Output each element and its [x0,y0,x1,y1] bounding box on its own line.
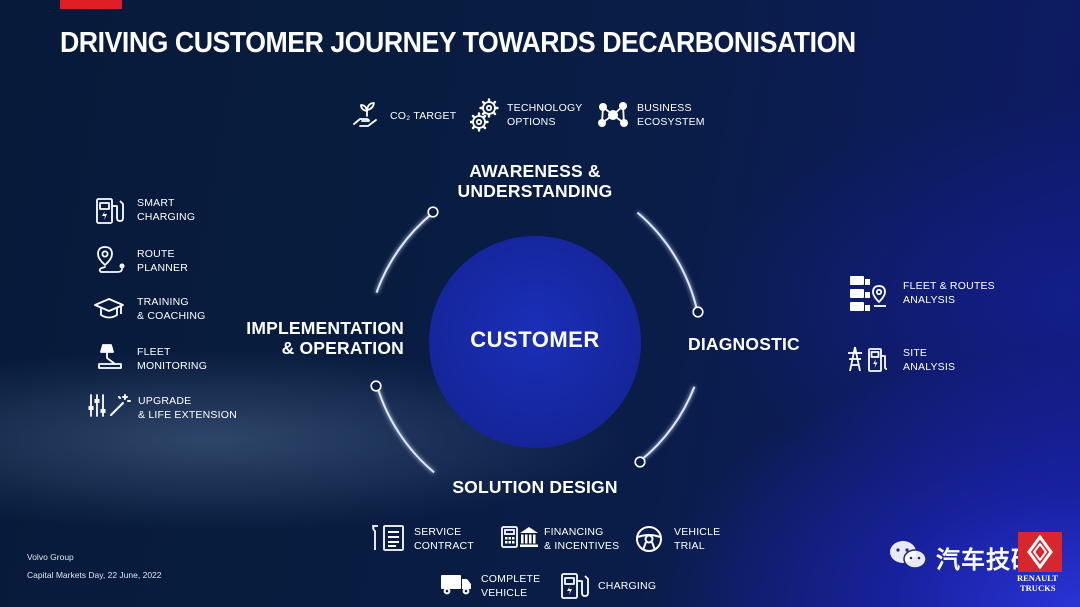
label-line: ROUTE [137,248,175,260]
label-line: CO₂ TARGET [390,110,457,122]
node-diagnostic [692,306,704,318]
footer-company: Volvo Group [27,552,74,562]
footer: Volvo Group Capital Markets Day, 22 June… [27,548,162,584]
wechat-icon [890,541,927,569]
tools-doc-icon [372,525,404,551]
left-item-smart-charging-label: SMART CHARGING [137,196,195,224]
left-item-fleet-monitoring-label: FLEET MONITORING [137,345,207,373]
calculator-bank-icon [501,526,538,548]
label-line: CHARGING [137,211,196,223]
arc-bottom-right [639,386,696,462]
logo-line-1: RENAULT [1017,573,1058,583]
stage-awareness-line: UNDERSTANDING [457,181,613,201]
stage-awareness-line: AWARENESS & [469,161,601,181]
footer-event: Capital Markets Day, 22 June, 2022 [27,570,162,580]
label-line: VEHICLE [481,587,528,599]
gears-icon [470,98,499,132]
charging-station-icon [96,198,124,224]
top-item-technology-label: TECHNOLOGY OPTIONS [507,101,583,129]
label-line: TRIAL [674,540,705,552]
node-solution [634,456,646,468]
bottom-item-service-label: SERVICE CONTRACT [414,525,474,553]
label-line: & LIFE EXTENSION [138,409,237,421]
label-line: COMPLETE [481,573,541,585]
label-line: OPTIONS [507,116,556,128]
label-line: & COACHING [137,310,206,322]
stage-implementation-line: & OPERATION [281,338,404,358]
charger-icon [561,573,589,599]
label-line: PLANNER [137,262,188,274]
desk-lamp-icon [98,344,122,369]
accent-bar [60,0,122,9]
bottom-item-complete-vehicle-label: COMPLETE VEHICLE [481,572,540,600]
renault-diamond-icon [1018,532,1062,572]
label-line: SITE [903,347,928,359]
label-line: UPGRADE [138,395,192,407]
label-line: FLEET [137,346,171,358]
bottom-item-charging-label: CHARGING [598,579,656,593]
label-line: SMART [137,197,175,209]
label-line: BUSINESS [637,102,692,114]
top-item-co2-label: CO₂ TARGET [390,109,456,123]
logo-line-2: TRUCKS [1020,583,1056,593]
left-item-upgrade-label: UPGRADE & LIFE EXTENSION [138,394,237,422]
label-line: TECHNOLOGY [507,102,583,114]
right-item-site-label: SITE ANALYSIS [903,346,955,374]
node-implementation [370,380,382,392]
arc-top-right [636,211,699,312]
label-line: MONITORING [137,360,208,372]
customer-label: CUSTOMER [470,327,600,352]
arc-bottom-left [375,384,435,474]
stage-awareness: AWARENESS & UNDERSTANDING [440,161,630,201]
label-line: & INCENTIVES [544,540,620,552]
sliders-wand-icon [88,394,131,417]
left-item-route-planner-label: ROUTE PLANNER [137,247,188,275]
bottom-item-vehicle-trial-label: VEHICLE TRIAL [674,525,720,553]
stage-solution: SOLUTION DESIGN [452,477,618,497]
label-line: ECOSYSTEM [637,116,705,128]
trucks-pin-icon [850,276,886,311]
bottom-item-financing-label: FINANCING & INCENTIVES [544,525,619,553]
renault-trucks-logo: RENAULT TRUCKS [1017,532,1062,597]
label-line: VEHICLE [674,526,721,538]
label-line: FINANCING [544,526,604,538]
label-line: CHARGING [598,580,657,592]
pylon-charger-icon [848,346,888,372]
label-line: FLEET & ROUTES [903,280,995,292]
label-line: CONTRACT [414,540,474,552]
label-line: ANALYSIS [903,294,956,306]
left-item-training-label: TRAINING & COACHING [137,295,206,323]
right-item-fleet-routes-label: FLEET & ROUTES ANALYSIS [903,279,995,307]
label-line: SERVICE [414,526,462,538]
plant-hand-icon [353,102,377,127]
label-line: TRAINING [137,296,189,308]
customer-circle [429,236,641,448]
arc-top-left [375,211,434,293]
node-awareness [427,206,439,218]
stage-diagnostic: DIAGNOSTIC [688,334,800,354]
graduation-cap-icon [94,298,124,319]
steering-wheel-icon [636,526,662,552]
stage-implementation: IMPLEMENTATION & OPERATION [228,318,404,358]
top-item-business-label: BUSINESS ECOSYSTEM [637,101,705,129]
route-pin-icon [97,246,125,273]
page-title: DRIVING CUSTOMER JOURNEY TOWARDS DECARBO… [60,27,856,59]
stage-implementation-line: IMPLEMENTATION [246,318,404,338]
label-line: ANALYSIS [903,361,956,373]
network-icon [598,102,628,127]
truck-icon [441,575,471,595]
